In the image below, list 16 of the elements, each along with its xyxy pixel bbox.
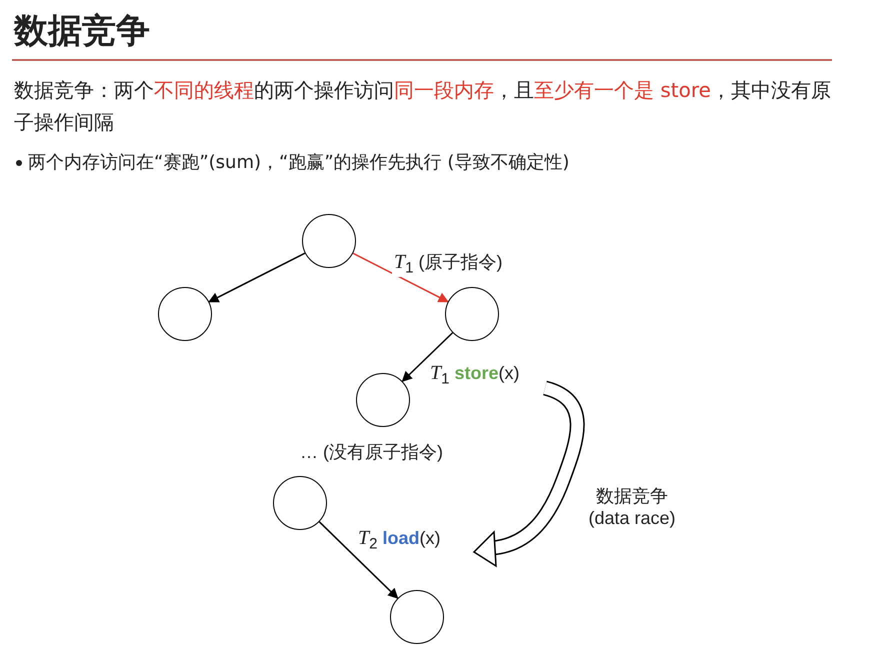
circle-node <box>273 476 327 530</box>
arrow <box>208 252 306 302</box>
title: 数据竞争 <box>14 10 150 53</box>
arrow <box>318 521 398 599</box>
edge-label: T$_{1}$ (原子指令) <box>392 250 504 277</box>
arrow <box>352 252 449 302</box>
circle-node <box>158 287 212 341</box>
note-text: … (没有原子指令) <box>300 441 443 464</box>
circle-node <box>445 287 499 341</box>
circle-node <box>390 590 444 644</box>
bullet-text: 两个内存访问在“赛跑”(sum)，“跑赢”的操作先执行 (导致不确定性) <box>28 151 570 174</box>
note-text: 数据竞争 (data race) <box>587 485 677 529</box>
circle-node <box>302 214 356 268</box>
arrow <box>402 332 454 382</box>
definition-text: 数据竞争：两个不同的线程的两个操作访问同一段内存，且至少有一个是 store，其中没有原子操作间隔 <box>14 77 832 136</box>
circle-node <box>356 373 410 427</box>
